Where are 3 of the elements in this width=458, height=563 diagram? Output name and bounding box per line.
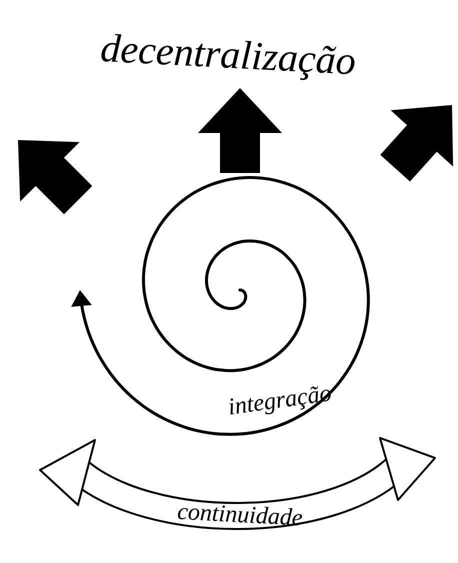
handwritten-label: integração: [229, 386, 331, 415]
handwritten-label: decentralização: [101, 34, 354, 80]
handwritten-label: continuidade: [178, 505, 302, 526]
